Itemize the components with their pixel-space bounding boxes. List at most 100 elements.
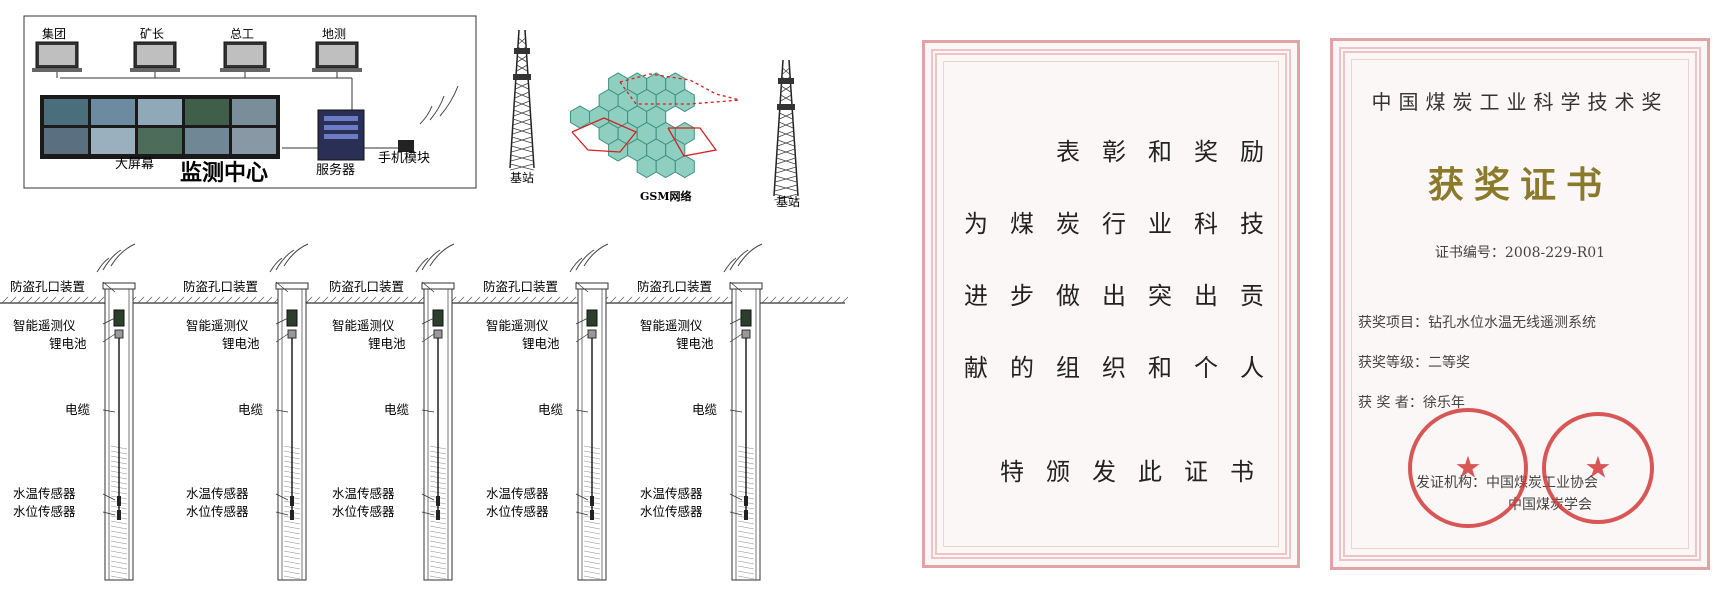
battery-label: 锂电池 — [49, 336, 87, 351]
award-winner: 获 奖 者：徐乐年 — [1358, 395, 1465, 411]
gsm-cell — [674, 88, 695, 113]
telemeter-device — [586, 309, 598, 327]
level-sensor-label: 水位传感器 — [13, 504, 76, 519]
anti-theft-label: 防盗孔口装置 — [329, 279, 404, 294]
cert-text-line1: 表彰和奖励 — [1056, 138, 1286, 166]
temp-sensor-device — [436, 496, 440, 506]
temp-sensor-label: 水温传感器 — [332, 486, 395, 501]
battery-device — [287, 329, 297, 339]
telemeter-label: 智能遥测仪 — [13, 318, 76, 333]
server-label: 服务器 — [316, 162, 355, 178]
temp-sensor-label: 水温传感器 — [13, 486, 76, 501]
monitor-center-title: 监测中心 — [180, 160, 268, 186]
screen-tile — [232, 99, 276, 125]
phone-module-icon — [398, 140, 414, 152]
cert-text-line4: 献的组织和个人 — [964, 354, 1286, 382]
monitor-center-frame — [23, 15, 477, 189]
telemeter-device — [286, 309, 298, 327]
cable-label: 电缆 — [238, 402, 264, 417]
screen-tile — [91, 128, 135, 154]
big-screen-wall — [40, 95, 280, 159]
system-diagram: 集团矿长总工地测 大屏幕 监测中心 服务器 手机模块 — [0, 15, 849, 581]
anti-theft-label: 防盗孔口装置 — [637, 279, 712, 294]
level-sensor-label: 水位传感器 — [640, 504, 703, 519]
level-sensor-device — [744, 510, 748, 520]
terminal-label: 集团 — [42, 26, 66, 41]
signal-waves-icon — [269, 243, 309, 273]
terminal-label: 矿长 — [140, 27, 164, 41]
server-bay — [324, 116, 358, 121]
signal-waves-icon — [569, 243, 609, 273]
battery-device — [741, 329, 751, 339]
gsm-cell — [570, 105, 590, 129]
battery-label: 锂电池 — [522, 336, 560, 351]
stamp-star-icon: ★ — [1584, 450, 1612, 486]
telemeter-label: 智能遥测仪 — [640, 318, 703, 333]
anti-theft-label: 防盗孔口装置 — [483, 279, 558, 294]
battery-label: 锂电池 — [368, 336, 406, 351]
battery-device — [114, 329, 124, 339]
award-header: 中国煤炭工业科学技术奖 — [1371, 90, 1669, 114]
cert-text-line2: 为煤炭行业科技 — [964, 210, 1286, 238]
cable-label: 电缆 — [384, 402, 410, 417]
screen-tile — [138, 99, 182, 125]
cable-label: 电缆 — [538, 402, 564, 417]
screen-tile — [138, 128, 182, 154]
certificate-number: 证书编号：2008-229-R01 — [1434, 245, 1606, 261]
telemeter-device — [432, 309, 444, 327]
level-sensor-label: 水位传感器 — [486, 504, 549, 519]
certificate-border — [922, 40, 1300, 568]
signal-waves-icon — [415, 243, 455, 273]
battery-label: 锂电池 — [222, 336, 260, 351]
signal-waves-icon — [723, 243, 763, 273]
gsm-cell — [608, 138, 629, 162]
cable-label: 电缆 — [65, 402, 91, 417]
certificate-cover-page: 中国煤炭工业科学技术奖 获奖证书 证书编号：2008-229-R01 获奖项目：… — [1330, 38, 1710, 570]
screen-tile — [185, 128, 229, 154]
level-sensor-device — [436, 510, 440, 520]
screen-tile — [185, 99, 229, 125]
temp-sensor-label: 水温传感器 — [186, 486, 249, 501]
terminal-laptop-icon — [32, 41, 82, 78]
borehole-group: 防盗孔口装置智能遥测仪锂电池电缆水温传感器水位传感器防盗孔口装置智能遥测仪锂电池… — [10, 243, 763, 581]
stamp-coal-society: ★ — [1542, 412, 1654, 524]
level-sensor-device — [117, 510, 121, 520]
terminal-group: 集团矿长总工地测 — [32, 26, 362, 78]
temp-sensor-device — [590, 496, 594, 506]
award-title: 获奖证书 — [1427, 164, 1612, 206]
monitor-center: 集团矿长总工地测 大屏幕 监测中心 服务器 手机模块 — [23, 15, 477, 189]
terminal-laptop-icon — [220, 41, 270, 78]
server-icon — [317, 109, 365, 161]
terminal-laptop-icon — [130, 41, 180, 78]
base-station-left-icon — [509, 29, 535, 171]
battery-device — [587, 329, 597, 339]
anti-theft-label: 防盗孔口装置 — [10, 279, 85, 294]
temp-sensor-label: 水温传感器 — [640, 486, 703, 501]
cert-closing-text: 特颁发此证书 — [1000, 458, 1276, 486]
telemeter-label: 智能遥测仪 — [186, 318, 249, 333]
screen-tile — [44, 128, 88, 154]
cable-label: 电缆 — [692, 402, 718, 417]
anti-theft-label: 防盗孔口装置 — [183, 279, 258, 294]
base-station-left-label: 基站 — [510, 171, 534, 185]
stamp-coal-association: ★ — [1408, 408, 1528, 528]
telemeter-device — [740, 309, 752, 327]
temp-sensor-device — [290, 496, 294, 506]
gsm-route-overlay — [571, 73, 741, 157]
gsm-cell — [655, 154, 676, 179]
stamp-star-icon: ★ — [1454, 450, 1482, 486]
terminal-label: 地测 — [322, 27, 346, 41]
cert-text-line3: 进步做出突出贡 — [964, 282, 1286, 310]
level-sensor-label: 水位传感器 — [332, 504, 395, 519]
battery-label: 锂电池 — [676, 336, 714, 351]
signal-waves-icon — [96, 243, 136, 273]
big-screen-label: 大屏幕 — [115, 157, 154, 172]
gsm-cell — [674, 154, 695, 179]
gsm-network-label: GSM网络 — [640, 189, 692, 203]
level-sensor-device — [590, 510, 594, 520]
phone-module-label: 手机模块 — [378, 151, 430, 166]
gsm-cell — [636, 154, 657, 179]
